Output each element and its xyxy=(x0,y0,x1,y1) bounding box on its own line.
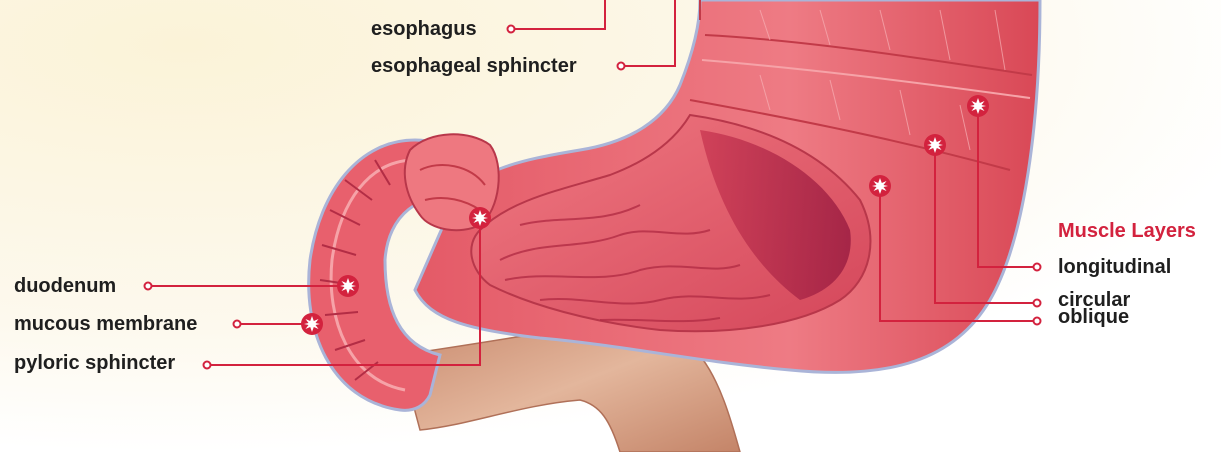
mucous-membrane-label: mucous membrane xyxy=(14,313,197,335)
duodenum-label: duodenum xyxy=(14,275,116,297)
oblique-marker xyxy=(869,175,891,197)
longitudinal-label: longitudinal xyxy=(1058,256,1171,278)
longitudinal-marker xyxy=(967,95,989,117)
mucous-membrane-marker xyxy=(301,313,323,335)
circular-marker xyxy=(924,134,946,156)
pyloric-sphincter-marker xyxy=(469,207,491,229)
esophageal-sphincter-label: esophageal sphincter xyxy=(371,55,577,77)
pyloric-sphincter-label: pyloric sphincter xyxy=(14,352,175,374)
duodenum-marker xyxy=(337,275,359,297)
muscle-layers-heading: Muscle Layers xyxy=(1058,220,1196,242)
oblique-label: oblique xyxy=(1058,306,1129,328)
esophagus-label: esophagus xyxy=(371,18,477,40)
